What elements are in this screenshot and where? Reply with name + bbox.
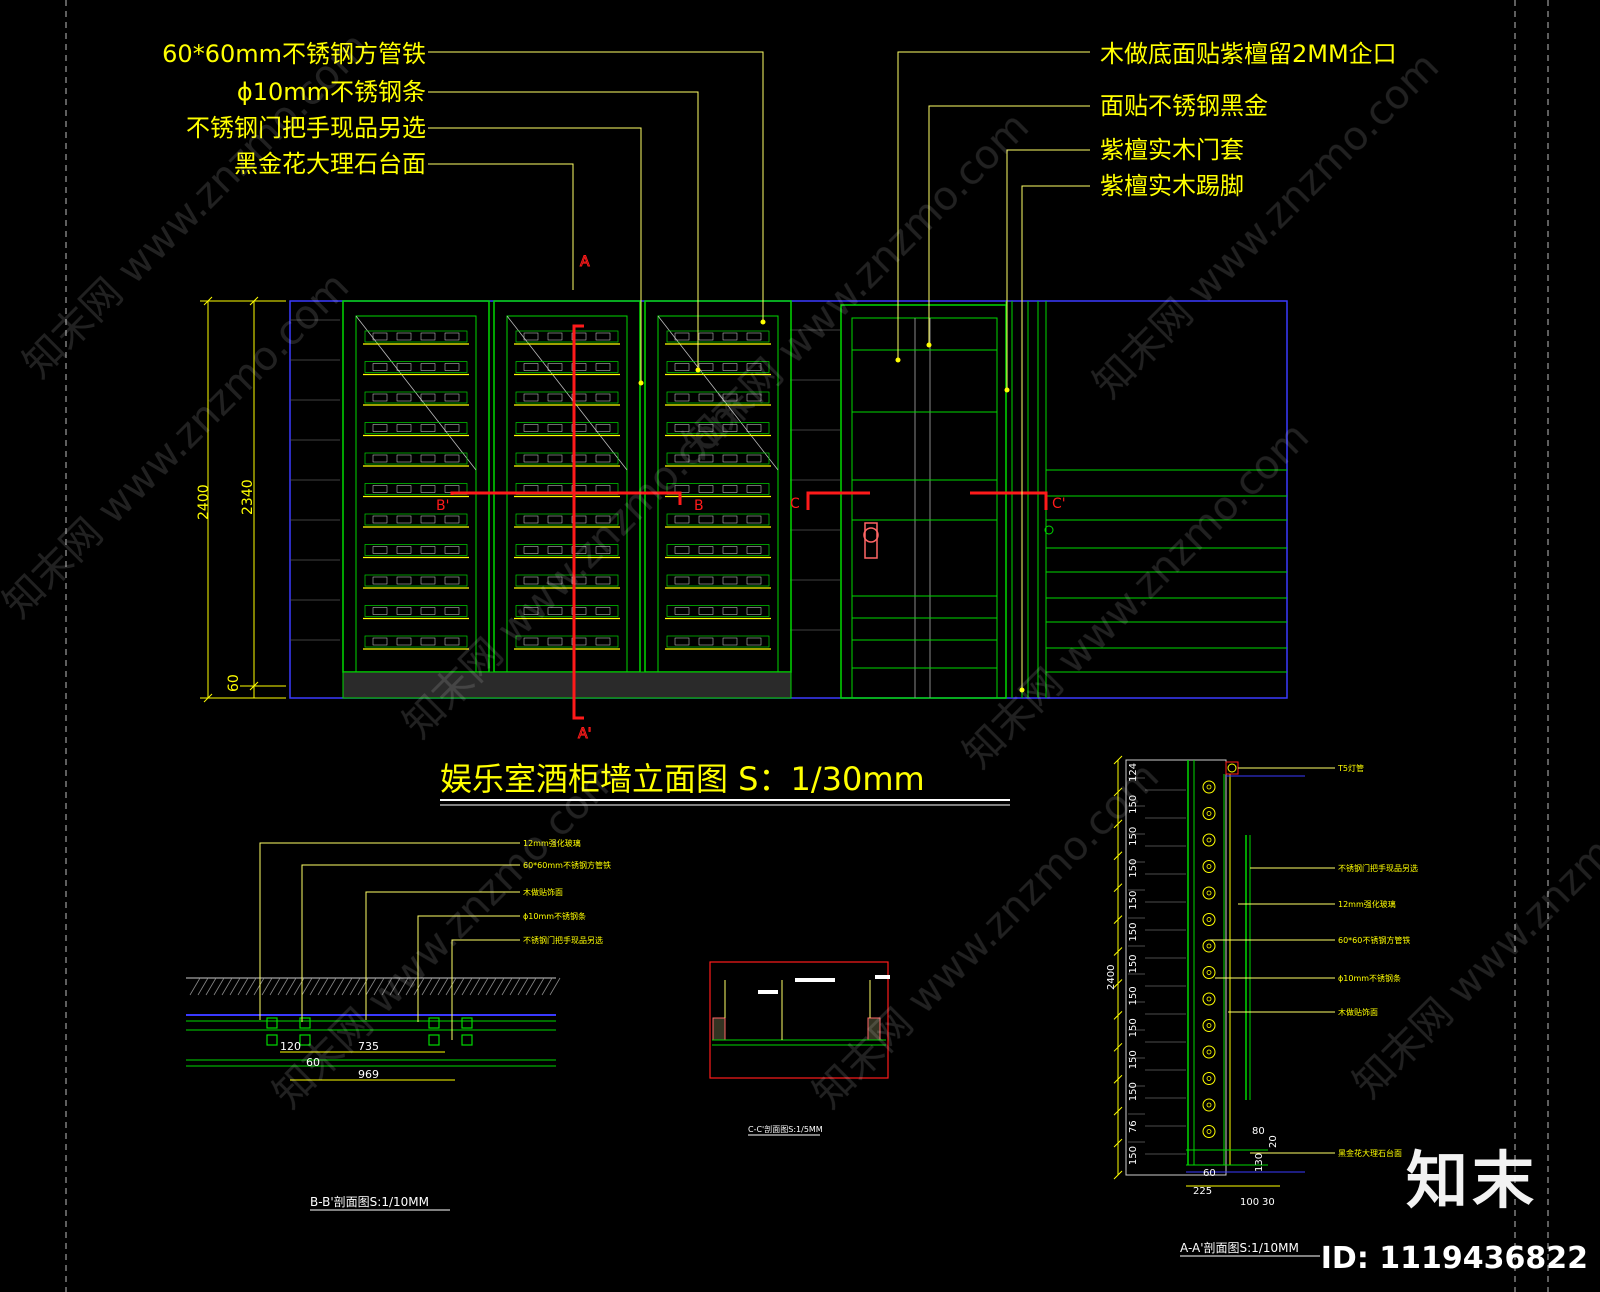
bb-dim-120: 120 bbox=[280, 1040, 301, 1053]
section-cc-drawing: C-C'剖面图S:1/5MM bbox=[709, 961, 890, 1136]
elevation-title: 娱乐室酒柜墙立面图 S：1/30mm bbox=[440, 760, 925, 798]
brand-logo: 知末 bbox=[1405, 1144, 1538, 1217]
cc-title: C-C'剖面图S:1/5MM bbox=[748, 1124, 823, 1134]
bb-dim-969: 969 bbox=[358, 1068, 379, 1081]
section-mark-c-right: C' bbox=[1052, 496, 1066, 512]
bb-label-tube: 60*60mm不锈钢方管铁 bbox=[523, 860, 611, 870]
aa-dim-segment: 150 bbox=[1128, 1018, 1139, 1037]
aa-dim-segment: 150 bbox=[1128, 1050, 1139, 1069]
aa-dim-segment: 150 bbox=[1128, 1146, 1139, 1165]
bb-label-glass: 12mm强化玻璃 bbox=[523, 838, 581, 848]
aa-dim-segment: 124 bbox=[1128, 763, 1139, 782]
aa-dim-130: 130 bbox=[1254, 1153, 1265, 1172]
aa-dim-segment: 76 bbox=[1128, 1120, 1139, 1133]
aa-dim-225: 225 bbox=[1193, 1186, 1212, 1197]
aa-dim-80: 80 bbox=[1252, 1126, 1265, 1137]
aa-label-marble: 黑金花大理石台面 bbox=[1338, 1148, 1402, 1158]
aa-dim-100: 100 bbox=[1240, 1197, 1259, 1208]
section-mark-a-bottom: A' bbox=[578, 726, 591, 742]
section-aa-drawing bbox=[1113, 755, 1335, 1187]
aa-label-tube: 60*60不锈钢方管铁 bbox=[1338, 935, 1410, 945]
section-mark-a-top: A bbox=[580, 254, 590, 270]
aa-label-handle: 不锈钢门把手现品另选 bbox=[1338, 863, 1418, 873]
callout-door-handle: 不锈钢门把手现品另选 bbox=[186, 114, 426, 142]
image-id: ID: 1119436822 bbox=[1320, 1241, 1588, 1276]
svg-text:知末网 www.znzmo.com: 知末网 www.znzmo.com bbox=[805, 754, 1169, 1118]
bb-dim-735: 735 bbox=[358, 1040, 379, 1053]
svg-text:知末网 www.znzmo.com: 知末网 www.znzmo.com bbox=[15, 24, 379, 388]
bb-label-veneer: 木做贴饰面 bbox=[523, 887, 563, 897]
aa-label-glass: 12mm强化玻璃 bbox=[1338, 899, 1396, 909]
callout-square-tube: 60*60mm不锈钢方管铁 bbox=[162, 40, 426, 68]
aa-dim-20: 20 bbox=[1268, 1135, 1279, 1148]
aa-label-veneer: 木做贴饰面 bbox=[1338, 1007, 1378, 1017]
section-bb-labels: 12mm强化玻璃 60*60mm不锈钢方管铁 木做贴饰面 ϕ10mm不锈钢条 不… bbox=[280, 838, 611, 1211]
section-mark-b-right: B bbox=[694, 498, 704, 514]
bb-title: B-B'剖面图S:1/10MM bbox=[310, 1195, 429, 1209]
elevation-left-callouts: 60*60mm不锈钢方管铁 ϕ10mm不锈钢条 不锈钢门把手现品另选 黑金花大理… bbox=[162, 40, 426, 178]
dim-60: 60 bbox=[226, 674, 242, 692]
watermark-overlay: 知末网 www.znzmo.com 知末网 www.znzmo.com 知末网 … bbox=[0, 24, 1600, 1118]
aa-dim-segment: 150 bbox=[1128, 954, 1139, 973]
callout-steel-bar: ϕ10mm不锈钢条 bbox=[237, 78, 426, 106]
aa-dim-segment: 150 bbox=[1128, 827, 1139, 846]
section-mark-b-left: B' bbox=[436, 498, 449, 514]
aa-dim-segment: 150 bbox=[1128, 986, 1139, 1005]
aa-dim-segment: 150 bbox=[1128, 795, 1139, 814]
elevation-drawing: 2400 2340 60 A A' B' B C C' bbox=[196, 51, 1288, 743]
callout-marble-top: 黑金花大理石台面 bbox=[234, 150, 426, 178]
aa-title: A-A'剖面图S:1/10MM bbox=[1180, 1241, 1299, 1255]
aa-dim-30: 30 bbox=[1262, 1197, 1275, 1208]
callout-rosewood-door-frame: 紫檀实木门套 bbox=[1100, 136, 1244, 164]
section-mark-c-left: C bbox=[790, 496, 800, 512]
aa-dim-segment: 150 bbox=[1128, 859, 1139, 878]
aa-dim-segment: 150 bbox=[1128, 891, 1139, 910]
callout-black-gold-steel: 面贴不锈钢黑金 bbox=[1100, 92, 1268, 120]
section-aa-labels: T5灯管 不锈钢门把手现品另选 12mm强化玻璃 60*60不锈钢方管铁 ϕ10… bbox=[1106, 763, 1418, 1257]
aa-dim-60: 60 bbox=[1203, 1168, 1216, 1179]
aa-label-t5: T5灯管 bbox=[1337, 763, 1364, 773]
dim-2340: 2340 bbox=[240, 479, 256, 515]
bb-label-handle: 不锈钢门把手现品另选 bbox=[523, 935, 603, 945]
svg-text:知末网 www.znzmo.com: 知末网 www.znzmo.com bbox=[955, 414, 1319, 778]
aa-dim-segment: 150 bbox=[1128, 1082, 1139, 1101]
bb-label-bar: ϕ10mm不锈钢条 bbox=[523, 911, 586, 921]
dim-2400: 2400 bbox=[196, 484, 212, 520]
callout-rosewood-panel: 木做底面贴紫檀留2MM企口 bbox=[1100, 40, 1397, 68]
aa-dim-segment: 150 bbox=[1128, 923, 1139, 942]
aa-label-bar: ϕ10mm不锈钢条 bbox=[1338, 973, 1401, 983]
elevation-right-callouts: 木做底面贴紫檀留2MM企口 面贴不锈钢黑金 紫檀实木门套 紫檀实木踢脚 bbox=[1100, 40, 1397, 200]
callout-rosewood-skirting: 紫檀实木踢脚 bbox=[1100, 172, 1244, 200]
bb-dim-60: 60 bbox=[306, 1056, 320, 1069]
aa-dim-total: 2400 bbox=[1106, 965, 1117, 990]
svg-text:知末网 www.znzmo.com: 知末网 www.znzmo.com bbox=[1345, 744, 1600, 1108]
section-bb-drawing bbox=[186, 842, 561, 1081]
